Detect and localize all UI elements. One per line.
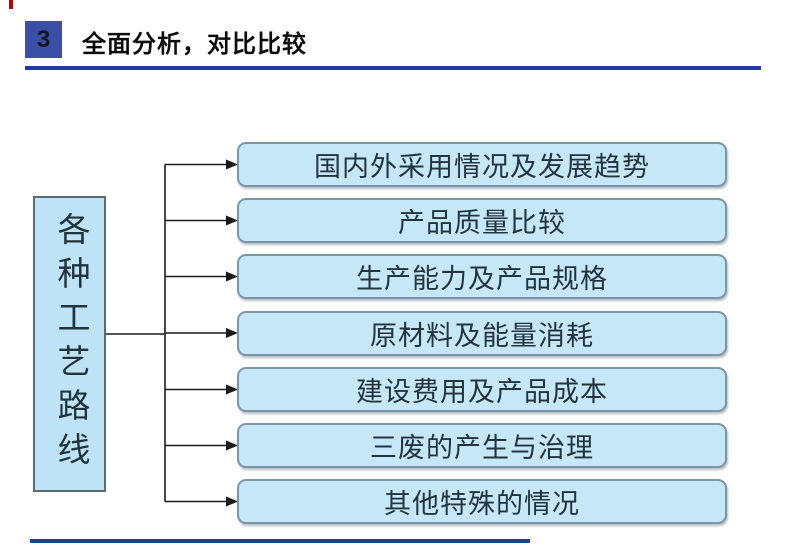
root-node: 各种工艺路线 xyxy=(33,196,106,492)
red-corner-mark xyxy=(9,0,13,9)
page-title: 全面分析，对比比较 xyxy=(82,30,307,58)
branch-node-cost: 建设费用及产品成本 xyxy=(237,367,727,412)
branch-label: 三废的产生与治理 xyxy=(370,433,594,463)
branch-node-other-special: 其他特殊的情况 xyxy=(237,479,727,524)
branch-label: 产品质量比较 xyxy=(398,208,566,238)
root-node-label: 各种工艺路线 xyxy=(52,212,88,476)
branch-label: 原材料及能量消耗 xyxy=(370,321,594,351)
branch-label: 生产能力及产品规格 xyxy=(356,264,608,294)
header-divider xyxy=(25,66,761,70)
section-number: 3 xyxy=(36,25,51,53)
branch-label: 国内外采用情况及发展趋势 xyxy=(314,152,650,182)
branch-node-adoption-trends: 国内外采用情况及发展趋势 xyxy=(237,142,727,187)
branch-node-product-quality: 产品质量比较 xyxy=(237,198,727,243)
branch-node-capacity-specs: 生产能力及产品规格 xyxy=(237,254,727,299)
bottom-divider xyxy=(30,539,530,543)
branch-node-waste-treatment: 三废的产生与治理 xyxy=(237,423,727,468)
branch-label: 其他特殊的情况 xyxy=(384,489,580,519)
section-number-badge: 3 xyxy=(25,21,62,58)
branch-label: 建设费用及产品成本 xyxy=(356,377,608,407)
branch-node-material-energy: 原材料及能量消耗 xyxy=(237,311,727,356)
